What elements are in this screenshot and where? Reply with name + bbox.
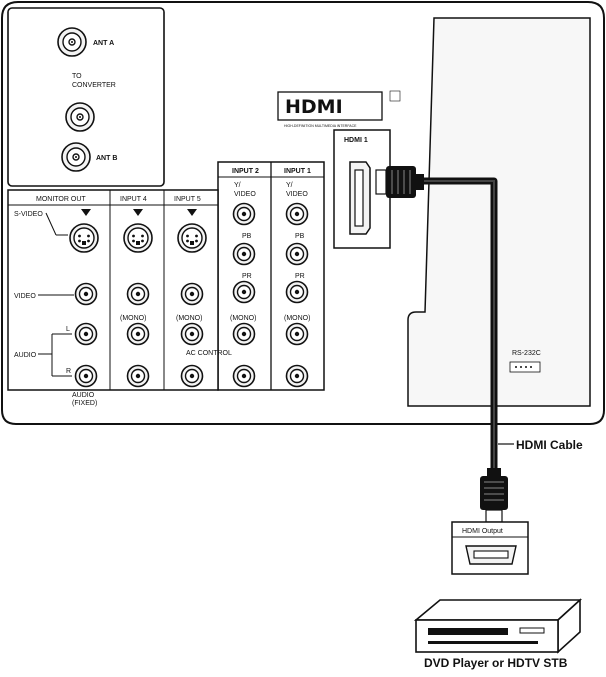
ant-b-label: ANT B	[96, 155, 117, 162]
dvd-player-icon	[413, 598, 583, 654]
monitor-out-audio-r-jack[interactable]	[74, 364, 98, 388]
y-video-label-a-2: Y/	[234, 182, 241, 189]
hdmi-1-port[interactable]	[349, 161, 371, 235]
ant-a-terminal[interactable]	[57, 27, 87, 57]
hdmi-plug-device	[480, 468, 508, 523]
input1-y-jack[interactable]	[285, 202, 309, 226]
video-label: VIDEO	[14, 293, 36, 300]
input2-pb-jack[interactable]	[232, 242, 256, 266]
audio-fixed-label-1: AUDIO	[72, 392, 95, 399]
input5-video-jack[interactable]	[180, 282, 204, 306]
mono-label-5: (MONO)	[176, 315, 202, 322]
rear-vent-area	[407, 17, 591, 407]
pr-label-1: PR	[295, 273, 305, 280]
input5-audio-l-jack[interactable]	[180, 322, 204, 346]
input4-audio-l-jack[interactable]	[126, 322, 150, 346]
to-converter-label-1: TO	[72, 73, 82, 80]
input2-audio-l-jack[interactable]	[232, 322, 256, 346]
monitor-out-s-video-jack[interactable]	[69, 223, 99, 253]
ac-control-label: AC CONTROL	[186, 350, 232, 357]
input5-label: INPUT 5	[174, 196, 201, 203]
mono-label-2: (MONO)	[230, 315, 256, 322]
pr-label-2: PR	[242, 273, 252, 280]
antenna-box	[7, 7, 165, 187]
hdmi-output-port[interactable]	[465, 545, 517, 565]
to-converter-label-2: CONVERTER	[72, 82, 116, 89]
hdmi-cable-label: HDMI Cable	[516, 438, 583, 452]
input1-pr-jack[interactable]	[285, 280, 309, 304]
monitor-out-arrow	[81, 209, 91, 216]
input1-pb-jack[interactable]	[285, 242, 309, 266]
service-port	[509, 361, 541, 373]
hdmi-1-label: HDMI 1	[344, 137, 368, 144]
pb-label-2: PB	[242, 233, 252, 240]
audio-label: AUDIO	[14, 352, 37, 359]
input5-s-video-jack[interactable]	[177, 223, 207, 253]
hdmi-logo: HDMI	[277, 90, 401, 121]
y-video-label-b-2: VIDEO	[234, 191, 256, 198]
input1-label: INPUT 1	[284, 168, 311, 175]
input2-label: INPUT 2	[232, 168, 259, 175]
y-video-label-b-1: VIDEO	[286, 191, 308, 198]
input4-audio-r-jack[interactable]	[126, 364, 150, 388]
input4-s-video-jack[interactable]	[123, 223, 153, 253]
ant-b-terminal[interactable]	[61, 142, 91, 172]
y-video-label-a-1: Y/	[286, 182, 293, 189]
s-video-label: S-VIDEO	[14, 211, 43, 218]
input1-audio-l-jack[interactable]	[285, 322, 309, 346]
input2-pr-jack[interactable]	[232, 280, 256, 304]
to-converter-terminal[interactable]	[65, 102, 95, 132]
input5-audio-r-jack[interactable]	[180, 364, 204, 388]
svg-text:HDMI: HDMI	[285, 96, 343, 118]
l-label: L	[66, 326, 70, 333]
pb-label-1: PB	[295, 233, 305, 240]
monitor-out-label: MONITOR OUT	[36, 196, 86, 203]
hdmi-plug-tv	[375, 166, 424, 198]
monitor-out-video-jack[interactable]	[74, 282, 98, 306]
input2-audio-r-jack[interactable]	[232, 364, 256, 388]
hdmi-logo-tagline: HIGH-DEFINITION MULTIMEDIA INTERFACE	[284, 124, 357, 128]
device-label: DVD Player or HDTV STB	[424, 656, 568, 670]
monitor-out-audio-l-jack[interactable]	[74, 322, 98, 346]
r-label: R	[66, 368, 71, 375]
input4-video-jack[interactable]	[126, 282, 150, 306]
ant-a-label: ANT A	[93, 40, 114, 47]
audio-fixed-label-2: (FIXED)	[72, 400, 97, 407]
input4-arrow	[133, 209, 143, 216]
hdmi-output-label: HDMI Output	[462, 528, 503, 535]
input4-label: INPUT 4	[120, 196, 147, 203]
input5-arrow	[187, 209, 197, 216]
input2-y-jack[interactable]	[232, 202, 256, 226]
mono-label-4: (MONO)	[120, 315, 146, 322]
service-port-label: RS-232C	[512, 350, 541, 357]
input1-audio-r-jack[interactable]	[285, 364, 309, 388]
mono-label-1: (MONO)	[284, 315, 310, 322]
